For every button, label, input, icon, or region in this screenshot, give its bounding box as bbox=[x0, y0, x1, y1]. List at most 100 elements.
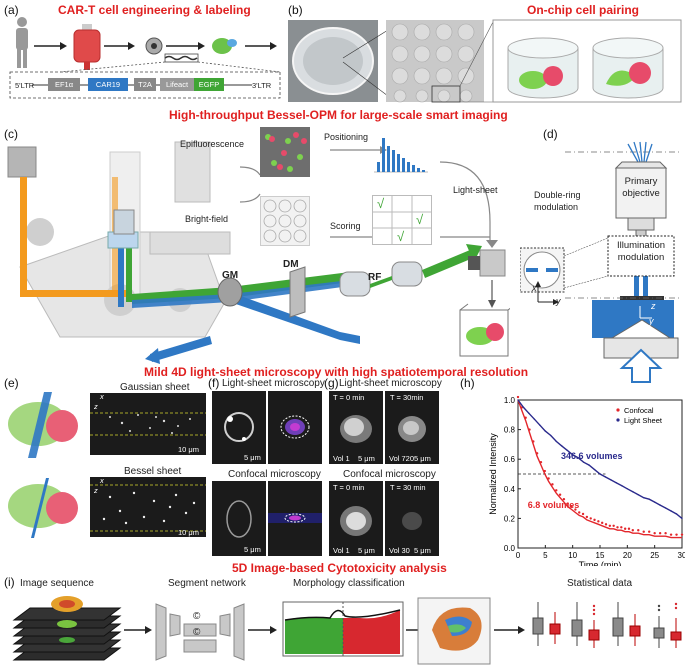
gaussian-sheet-image bbox=[90, 393, 206, 455]
annotation-confocal: 6.8 volumes bbox=[528, 500, 580, 510]
g-label-lsm: Light-sheet microscopy bbox=[339, 378, 442, 389]
data-point bbox=[547, 477, 550, 480]
data-point bbox=[600, 521, 604, 525]
construct-ltr5: 5'LTR bbox=[15, 81, 35, 90]
panel-i-title: 5D Image-based Cytotoxicity analysis bbox=[232, 561, 447, 575]
g-vol30: Vol 30 bbox=[389, 546, 410, 555]
g-lsm-t0-image bbox=[329, 391, 383, 464]
label-gaussian-sheet: Gaussian sheet bbox=[120, 382, 190, 393]
data-point bbox=[570, 505, 573, 508]
data-point bbox=[539, 460, 543, 464]
label-light-sheet: Light-sheet bbox=[453, 185, 498, 195]
g-t30-confocal: T = 30 min bbox=[390, 483, 426, 492]
data-point bbox=[577, 457, 579, 459]
data-point bbox=[566, 502, 569, 505]
f-lsm-psf-image bbox=[268, 391, 322, 464]
label-morphology: Morphology classification bbox=[293, 578, 405, 589]
data-point bbox=[643, 496, 645, 499]
data-point bbox=[681, 517, 683, 520]
cytotoxicity-pipeline bbox=[12, 596, 682, 665]
f-scale-1: 5 μm bbox=[244, 453, 261, 462]
vector-icon bbox=[164, 55, 198, 61]
seg-copyright-2: © bbox=[193, 627, 201, 638]
score-check-2: √ bbox=[416, 212, 424, 227]
construct-lifeact: Lifeact bbox=[160, 78, 194, 91]
label-primary-objective: Primary objective bbox=[622, 176, 660, 199]
e-scale-1: 10 μm bbox=[178, 445, 199, 454]
data-point bbox=[675, 513, 678, 515]
x-tick-label: 30 bbox=[678, 551, 685, 560]
data-point bbox=[516, 395, 520, 399]
legend-marker bbox=[616, 418, 620, 422]
data-point bbox=[610, 479, 612, 481]
x-tick-label: 15 bbox=[596, 551, 605, 560]
legend-marker bbox=[616, 408, 620, 412]
data-point bbox=[659, 504, 661, 506]
data-point bbox=[616, 526, 619, 529]
x-axis-label: Time (min) bbox=[579, 560, 622, 566]
data-point bbox=[593, 518, 596, 522]
mid-title: Mild 4D light-sheet microscopy with high… bbox=[144, 365, 529, 379]
g-confocal-t30-image bbox=[385, 481, 439, 556]
f-lsm-image bbox=[212, 391, 266, 464]
data-point bbox=[621, 485, 623, 487]
g-scale-4: 5 μm bbox=[414, 546, 431, 555]
data-point bbox=[555, 440, 557, 443]
y-tick-label: 0.6 bbox=[504, 455, 516, 464]
data-point bbox=[551, 483, 554, 486]
data-point bbox=[637, 529, 640, 532]
data-point bbox=[653, 532, 656, 535]
car-t-engineering-diagram bbox=[9, 17, 281, 99]
data-point bbox=[620, 526, 623, 529]
data-point bbox=[578, 511, 581, 514]
data-point bbox=[543, 469, 546, 473]
f-label-confocal: Confocal microscopy bbox=[228, 469, 321, 480]
bessel-sheet-image bbox=[90, 477, 206, 537]
data-point bbox=[558, 493, 562, 496]
data-point bbox=[517, 399, 519, 401]
panel-h-letter: (h) bbox=[460, 376, 475, 390]
g-confocal-t0-image bbox=[329, 481, 383, 556]
data-point bbox=[627, 527, 631, 530]
label-gm: GM bbox=[222, 270, 239, 281]
label-scoring: Scoring bbox=[330, 221, 361, 231]
data-point bbox=[604, 476, 607, 478]
y-tick-label: 0.0 bbox=[504, 544, 516, 553]
e-axis-x-1: x bbox=[100, 392, 104, 401]
y-tick-label: 0.8 bbox=[504, 426, 516, 435]
data-point bbox=[533, 418, 536, 420]
construct-egfp: EGFP bbox=[194, 78, 224, 91]
legend-label: Confocal bbox=[624, 406, 654, 415]
panel-i-letter: (i) bbox=[4, 575, 15, 589]
data-point bbox=[593, 468, 596, 471]
engineered-cell-icon bbox=[212, 38, 237, 54]
data-point bbox=[589, 517, 592, 520]
bessel-opm-microscope-diagram bbox=[7, 141, 510, 364]
data-point bbox=[597, 520, 600, 523]
label-positioning: Positioning bbox=[324, 132, 369, 142]
data-point bbox=[626, 488, 629, 490]
label-image-sequence: Image sequence bbox=[20, 578, 94, 589]
panel-g-letter: (g) bbox=[324, 376, 339, 390]
panel-d-letter: (d) bbox=[543, 127, 558, 141]
data-point bbox=[612, 524, 615, 527]
y-tick-label: 0.2 bbox=[504, 514, 516, 523]
g-lsm-t30-image bbox=[385, 391, 439, 464]
data-point bbox=[528, 412, 530, 415]
label-double-ring: Double-ring modulation bbox=[534, 190, 581, 212]
x-tick-label: 10 bbox=[568, 551, 577, 560]
e-axis-z-1: z bbox=[94, 402, 98, 411]
data-point bbox=[608, 524, 612, 527]
e-scale-2: 10 μm bbox=[178, 528, 199, 537]
panel-e-letter: (e) bbox=[4, 376, 19, 390]
g-t0-lsm: T = 0 min bbox=[333, 393, 365, 402]
y-axis-label: Normalized Intensity bbox=[488, 433, 498, 515]
g-scale-2: 5 μm bbox=[414, 454, 431, 463]
data-point bbox=[642, 530, 645, 533]
data-point bbox=[664, 507, 667, 509]
f-confocal-image bbox=[212, 481, 266, 556]
data-point bbox=[648, 530, 651, 533]
annotation-light-sheet: 346.6 volumes bbox=[561, 451, 623, 461]
y-tick-label: 1.0 bbox=[504, 396, 516, 405]
data-point bbox=[550, 434, 552, 437]
